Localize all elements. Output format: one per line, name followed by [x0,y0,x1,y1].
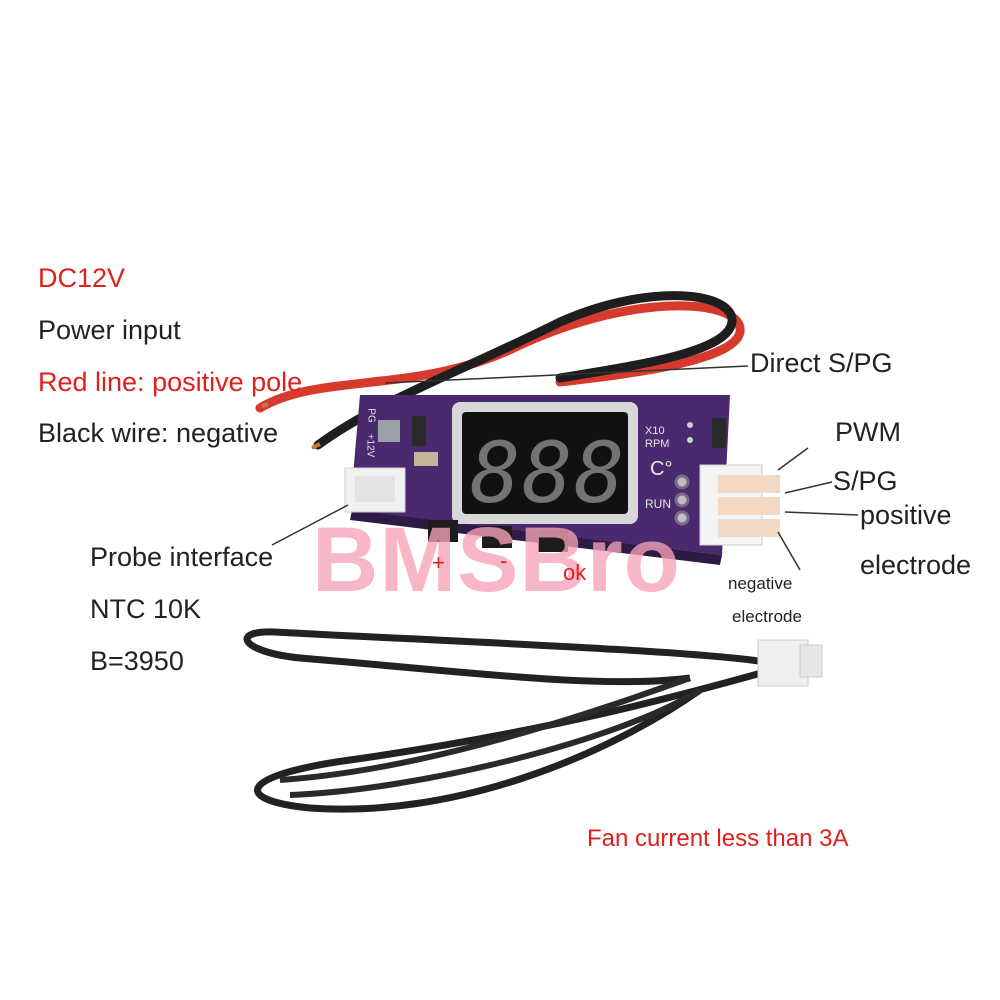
board-x10-label: X10 [645,425,665,437]
plus-button[interactable] [428,520,458,542]
red-line-label: Red line: positive pole [38,367,303,397]
ntc-label: NTC 10K [90,594,202,624]
board-12v-label: +12V [364,433,376,458]
positive-label: positive [860,500,952,530]
display-digit-1: 8 [470,424,521,522]
ok-button[interactable] [538,530,568,552]
dc12v-label: DC12V [38,263,126,293]
negative-electrode-label: electrode [732,607,802,626]
fan-current-label: Fan current less than 3A [587,825,849,852]
probe-connector [344,467,406,513]
spg-label: S/PG [833,466,898,496]
power-input-label: Power input [38,315,181,345]
board-pg-label: PG [365,408,377,423]
ok-button-label: ok [563,560,587,585]
display-digit-3: 8 [574,424,625,522]
board-run-label: RUN [645,497,671,511]
pwm-label: PWM [835,417,901,447]
pcb-board [350,395,730,565]
minus-button-label: - [500,548,508,573]
leader-lines [271,365,859,571]
plus-button-label: + [432,550,445,575]
direct-spg-label: Direct S/PG [750,348,893,378]
black-wire-label: Black wire: negative [38,418,279,448]
b-value-label: B=3950 [90,646,184,676]
board-rpm-label: RPM [645,438,670,450]
seven-segment-display [462,412,628,514]
negative-label: negative [728,574,793,593]
positive-electrode-label: electrode [860,550,972,580]
probe-cable [243,628,823,813]
display-digit-2: 8 [522,424,573,522]
power-wires [255,291,745,450]
minus-button[interactable] [482,526,512,548]
watermark: BMSBro [312,509,681,611]
probe-interface-label: Probe interface [90,542,274,572]
board-celsius-label: C° [650,458,673,480]
fan-connector [699,464,780,546]
